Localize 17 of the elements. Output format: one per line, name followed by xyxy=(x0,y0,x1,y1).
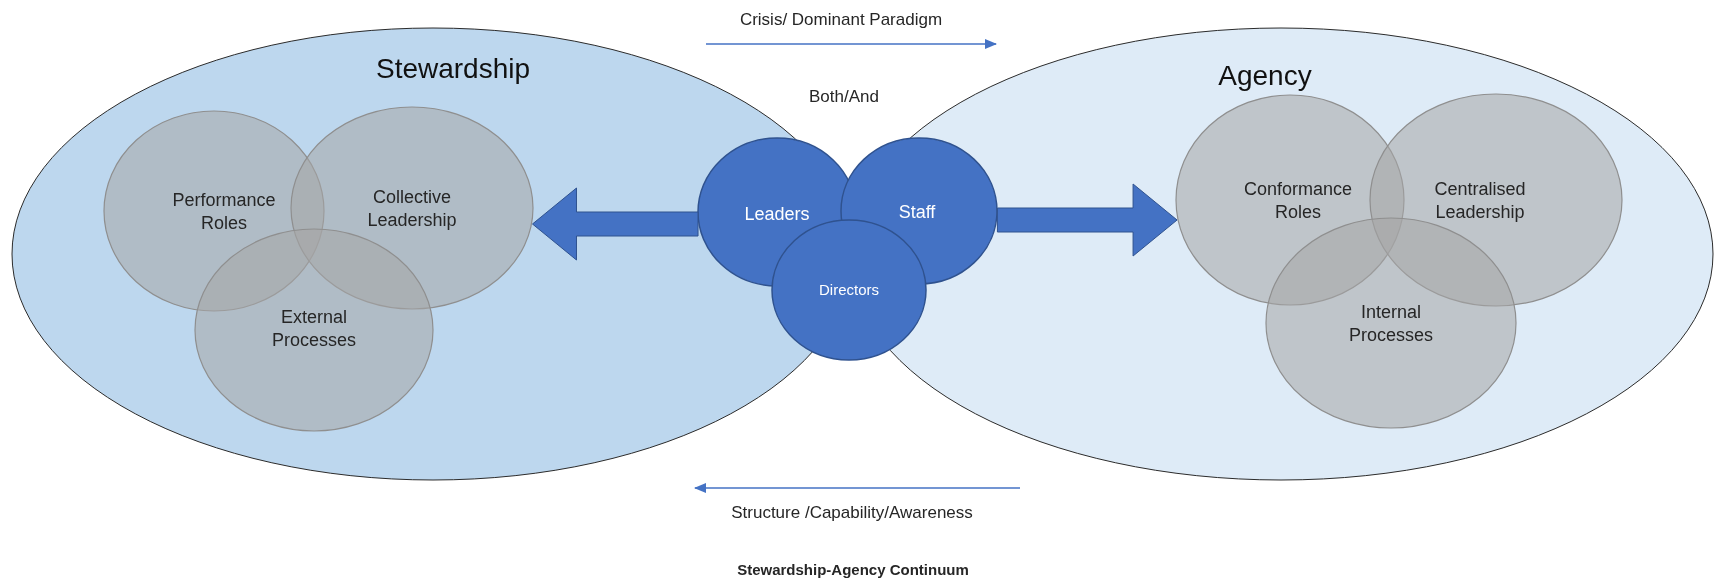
circle-label: Collective Leadership xyxy=(366,185,458,231)
circle-label: Conformance Roles xyxy=(1242,177,1354,223)
circle-label: Centralised Leadership xyxy=(1433,177,1527,223)
overlap-label: Both/And xyxy=(809,87,879,107)
circle-label: External Processes xyxy=(270,305,357,351)
region-title: Agency xyxy=(1217,58,1313,93)
caption: Stewardship-Agency Continuum xyxy=(737,560,969,578)
block-arrow xyxy=(532,187,699,261)
region-title: Stewardship xyxy=(374,51,532,86)
circle-label: Staff xyxy=(897,200,937,224)
circle-label: Directors xyxy=(818,280,880,300)
circle-label: Performance Roles xyxy=(171,188,277,234)
direction-label: Structure /Capability/Awareness xyxy=(731,503,973,523)
block-arrow xyxy=(996,183,1178,257)
circle-label: Internal Processes xyxy=(1347,300,1434,346)
circle-label: Leaders xyxy=(743,202,811,226)
direction-label: Crisis/ Dominant Paradigm xyxy=(739,10,943,30)
